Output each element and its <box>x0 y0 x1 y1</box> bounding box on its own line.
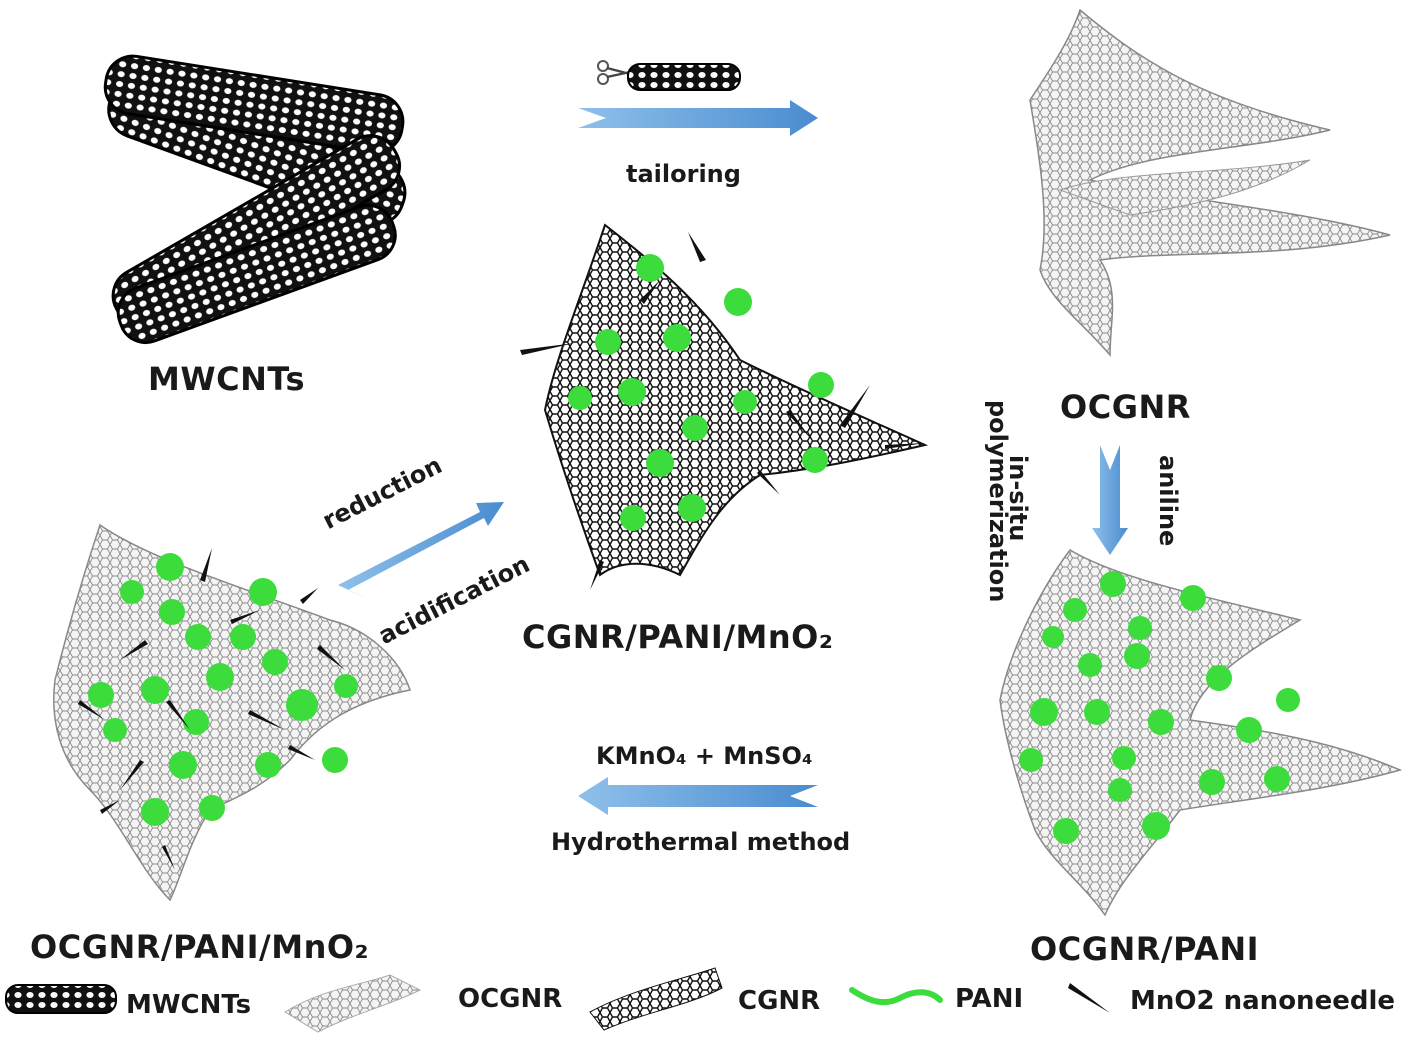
ocgnr-pani-label: OCGNR/PANI <box>1030 930 1260 968</box>
legend-cgnr-label: CGNR <box>738 986 821 1016</box>
legend-mno2-label: MnO2 nanoneedle <box>1130 986 1395 1016</box>
legend-pani-icon <box>849 987 943 1006</box>
aniline-label: aniline <box>1154 455 1182 547</box>
cgnr-pani-mno2-label: CGNR/PANI/MnO₂ <box>522 618 834 656</box>
reagents-label: KMnO₄ + MnSO₄ <box>596 742 813 770</box>
legend-ocgnr-icon <box>284 974 422 1033</box>
ocgnr-pani-illustration <box>999 549 1403 917</box>
tailoring-label: tailoring <box>626 160 741 188</box>
legend-mwcnts-icon <box>5 984 117 1014</box>
legend-mwcnts-label: MWCNTs <box>126 990 252 1020</box>
hydrothermal-arrow <box>578 777 818 815</box>
legend-mno2-icon <box>1068 983 1110 1013</box>
cgnr-pani-mno2-illustration <box>520 223 929 590</box>
aniline-arrow <box>1092 445 1128 555</box>
polymerization-label: polymerization <box>984 400 1012 603</box>
legend-icons <box>5 967 1110 1033</box>
tailoring-arrow <box>578 100 818 136</box>
ocgnr-label: OCGNR <box>1060 388 1191 426</box>
hydrothermal-label: Hydrothermal method <box>551 828 851 856</box>
ocgnr-illustration <box>1029 8 1391 358</box>
mwcnts-label: MWCNTs <box>148 360 306 398</box>
legend-pani-label: PANI <box>955 984 1024 1014</box>
mwcnts-illustration <box>103 54 407 345</box>
ocgnr-pani-mno2-illustration <box>53 523 411 902</box>
ocgnr-pani-mno2-label: OCGNR/PANI/MnO₂ <box>30 928 370 966</box>
reduction-arrow <box>338 502 504 600</box>
tailoring-step <box>578 60 818 136</box>
legend-ocgnr-label: OCGNR <box>458 984 563 1014</box>
legend-cgnr-icon <box>589 967 723 1031</box>
scissors-icon <box>597 60 631 85</box>
